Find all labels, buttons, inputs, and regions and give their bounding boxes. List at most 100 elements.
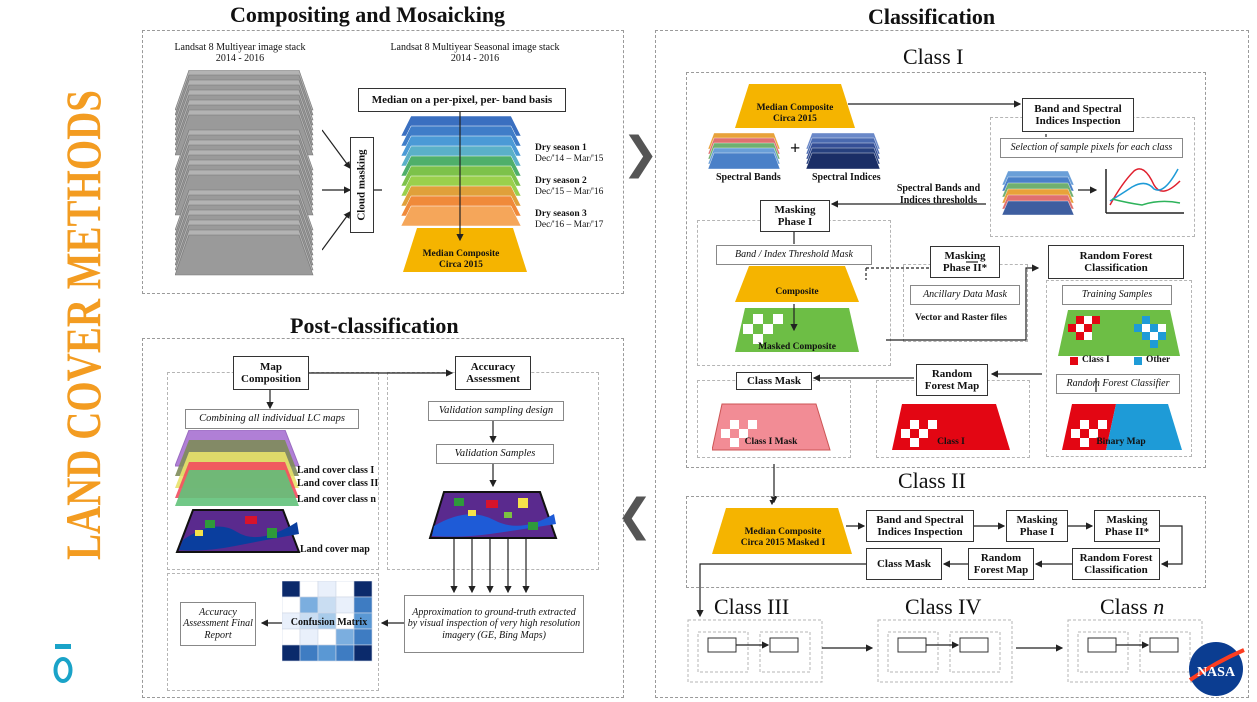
class2-arrows — [696, 500, 1183, 618]
side-title-text: LAND COVER METHODS — [55, 90, 110, 560]
lc-classn-label: Land cover class n — [297, 494, 376, 505]
ancillary-box: Ancillary Data Mask — [910, 285, 1020, 305]
training-other-cell — [1142, 316, 1150, 324]
training-blank-cell — [1084, 316, 1092, 324]
class1-composite-label: Median Composite Circa 2015 — [745, 103, 845, 125]
class2-masking2-box: Masking Phase II* — [1094, 510, 1160, 542]
stack-arrows — [322, 129, 382, 251]
confusion-matrix-label: Confusion Matrix — [290, 617, 368, 628]
training-samples-map — [1058, 310, 1180, 356]
season-1-name: Dry season 1 — [535, 143, 587, 153]
class1-mask-label: Class I Mask — [744, 437, 798, 447]
accuracy-box: Accuracy Assessment — [455, 356, 531, 390]
classn-title-italic: n — [1153, 594, 1165, 619]
binary-map-label: Binary Map — [1096, 437, 1146, 447]
validation-design-box: Validation sampling design — [428, 401, 564, 421]
prev-chevron-icon[interactable]: ❮ — [616, 490, 653, 541]
class1-composite-line1: Median Composite — [756, 103, 834, 113]
more-classes-diagram — [687, 619, 1203, 683]
training-blank-cell — [1150, 332, 1158, 340]
band-layer — [708, 152, 781, 170]
spectral-bands-label: Spectral Bands — [716, 172, 781, 183]
index-layer — [805, 152, 881, 170]
stack2-label-text: Landsat 8 Multiyear Seasonal image stack — [390, 42, 560, 53]
training-class1-cell — [1076, 316, 1084, 324]
training-class1-cell — [1084, 324, 1092, 332]
class1-composite-line2: Circa 2015 — [773, 113, 817, 124]
compositing-panel — [142, 30, 624, 294]
class1-masking1-box: Masking Phase I — [760, 200, 830, 232]
classn-title-prefix: Class — [1100, 594, 1154, 619]
mini-box — [897, 637, 927, 653]
next-chevron-icon[interactable]: ❯ — [622, 128, 659, 179]
median-composite-line1: Median Composite — [422, 249, 500, 259]
composite-label: Composite — [775, 287, 819, 297]
post-panel — [142, 338, 624, 698]
mini-subgroup — [1139, 631, 1191, 673]
class2-composite-line2: Circa 2015 Masked I — [740, 537, 826, 548]
nasa-logo-text: NASA — [1197, 665, 1236, 680]
spectral-stacks — [708, 133, 881, 170]
approximation-box: Approximation to ground-truth extracted … — [404, 595, 584, 653]
thresholds-label: Spectral Bands and Indices thresholds — [896, 183, 981, 206]
mini-subgroup — [1077, 631, 1129, 673]
class1-inspection-box: Band and Spectral Indices Inspection — [1022, 98, 1134, 132]
confusion-cell — [353, 596, 373, 614]
spectral-curves-graph — [1002, 168, 1184, 216]
combining-box: Combining all individual LC maps — [185, 409, 359, 429]
median-composite-line2: Circa 2015 — [439, 259, 483, 270]
training-other-cell — [1150, 324, 1158, 332]
class4-title: Class IV — [905, 594, 982, 619]
sample-layer — [1002, 200, 1075, 216]
median-composite-shape — [403, 228, 527, 272]
training-blank-cell — [1076, 324, 1084, 332]
class2-title: Class II — [898, 468, 966, 493]
confusion-cell — [299, 628, 319, 646]
classification-title: Classification — [868, 4, 996, 29]
training-other-cell — [1134, 324, 1142, 332]
season-2-name: Dry season 2 — [535, 175, 587, 186]
class1-map-label: Class I — [937, 437, 965, 447]
validation-map — [428, 491, 558, 539]
confusion-cell — [335, 581, 355, 598]
season-1-dates: Dec/'14 – Mar/'15 — [535, 154, 604, 165]
confusion-matrix-grid — [282, 581, 373, 662]
training-other-cell — [1142, 332, 1150, 340]
season-layer — [400, 205, 522, 227]
side-title: LAND COVER METHODS — [30, 40, 111, 600]
training-other-cell — [1158, 332, 1166, 340]
map-composition-box: Map Composition — [233, 356, 309, 390]
confusion-cell — [282, 628, 301, 646]
confusion-cell — [353, 644, 373, 662]
training-other-cell — [1150, 340, 1158, 348]
mini-box — [769, 637, 799, 653]
confusion-cell — [335, 628, 355, 646]
final-report-box: Accuracy Assessment Final Report — [180, 602, 256, 646]
confusion-cell — [299, 596, 319, 614]
training-samples-box: Training Samples — [1062, 285, 1172, 305]
post-arrows — [260, 369, 530, 627]
post-title: Post-classification — [290, 313, 459, 338]
nasa-logo-icon: NASA — [1188, 642, 1245, 696]
vector-raster-label: Vector and Raster files — [915, 313, 1007, 323]
confusion-group — [167, 573, 379, 691]
class1-rf-classification-box: Random Forest Classification — [1048, 245, 1184, 279]
class1-masking2-box: Masking Phase II* — [930, 246, 1000, 278]
confusion-cell — [282, 596, 301, 614]
mini-box — [707, 637, 737, 653]
confusion-cell — [282, 581, 301, 598]
class2-rf-map-box: Random Forest Map — [968, 548, 1034, 580]
legend-other-swatch — [1134, 357, 1142, 365]
threshold-mask-box: Band / Index Threshold Mask — [716, 245, 872, 265]
lc-map-label: Land cover map — [300, 544, 370, 555]
confusion-cell — [317, 596, 337, 614]
class1-result-maps — [712, 403, 1182, 451]
rf-classifier-box: Random Forest Classifier — [1056, 374, 1180, 394]
mini-class-group — [877, 619, 1013, 683]
class1-arrows — [770, 100, 1097, 504]
training-blank-cell — [1142, 324, 1150, 332]
classn-title: Class n — [1100, 594, 1164, 620]
class2-composite-line1: Median Composite — [744, 527, 822, 537]
lc-class2-label: Land cover class II — [297, 478, 379, 489]
cloud-masking-label: Cloud masking — [355, 149, 368, 221]
